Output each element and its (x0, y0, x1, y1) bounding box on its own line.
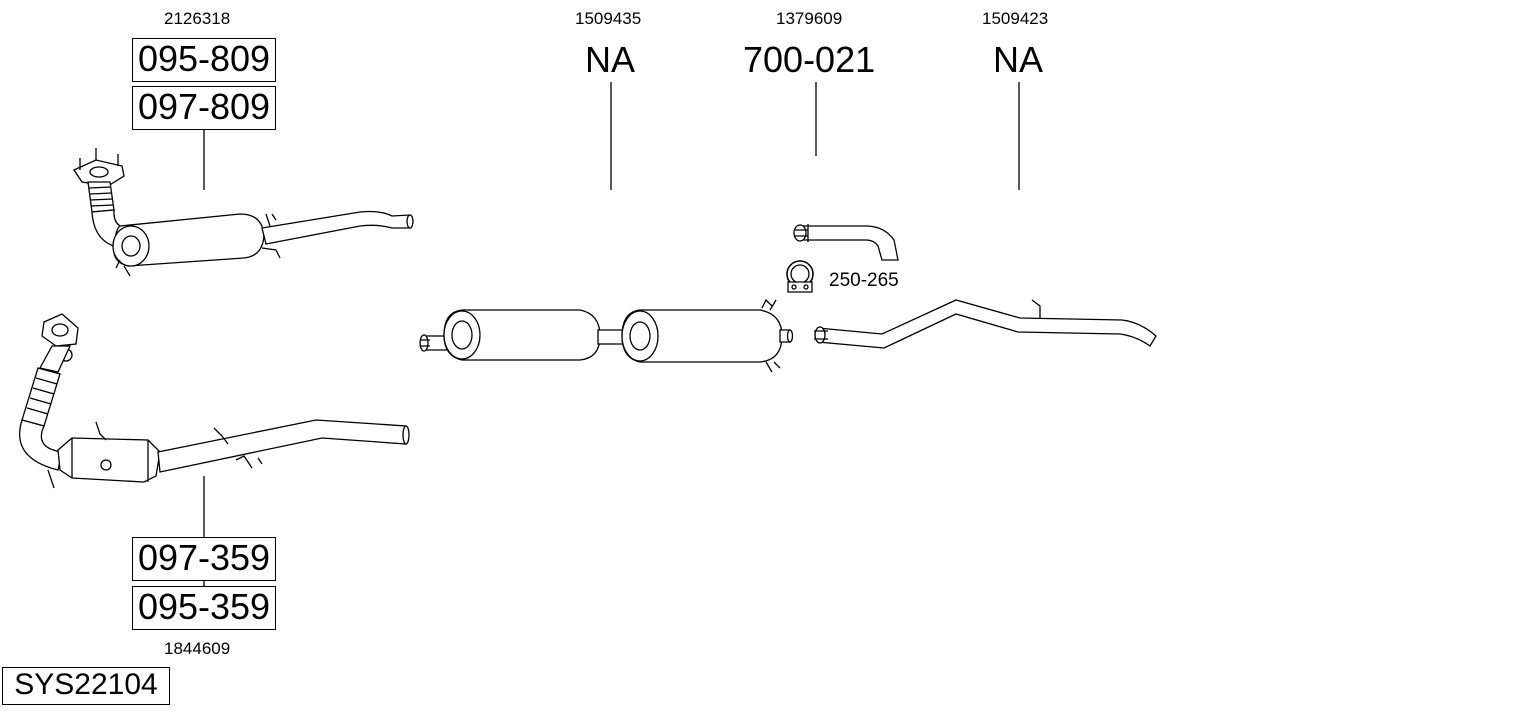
clamp-250-265 (786, 260, 814, 293)
tail-pipe-700-021 (793, 224, 899, 261)
ref-number: 1844609 (164, 639, 231, 658)
centre-silencer-assembly (419, 298, 794, 373)
part-number-label[interactable]: NA (585, 39, 636, 80)
leader-lines (203, 82, 1020, 586)
part-number-box[interactable]: 095-359 (132, 586, 276, 630)
front-pipe-with-silencer (73, 148, 414, 277)
part-number-box[interactable]: 097-809 (132, 86, 276, 130)
part-number-label[interactable]: NA (993, 39, 1044, 80)
front-pipe-with-catalyst (18, 313, 410, 489)
ref-number: 1509435 (575, 9, 642, 28)
part-number-label[interactable]: 700-021 (743, 39, 876, 80)
part-number-box[interactable]: 095-809 (132, 38, 276, 82)
ref-number: 1509423 (982, 9, 1049, 28)
part-number-box[interactable]: 097-359 (132, 537, 276, 581)
ref-number: 1379609 (776, 9, 843, 28)
system-id-box: SYS22104 (2, 667, 170, 705)
clamp-part-number[interactable]: 250-265 (829, 270, 899, 291)
rear-pipe (814, 299, 1157, 349)
ref-number: 2126318 (164, 9, 231, 28)
